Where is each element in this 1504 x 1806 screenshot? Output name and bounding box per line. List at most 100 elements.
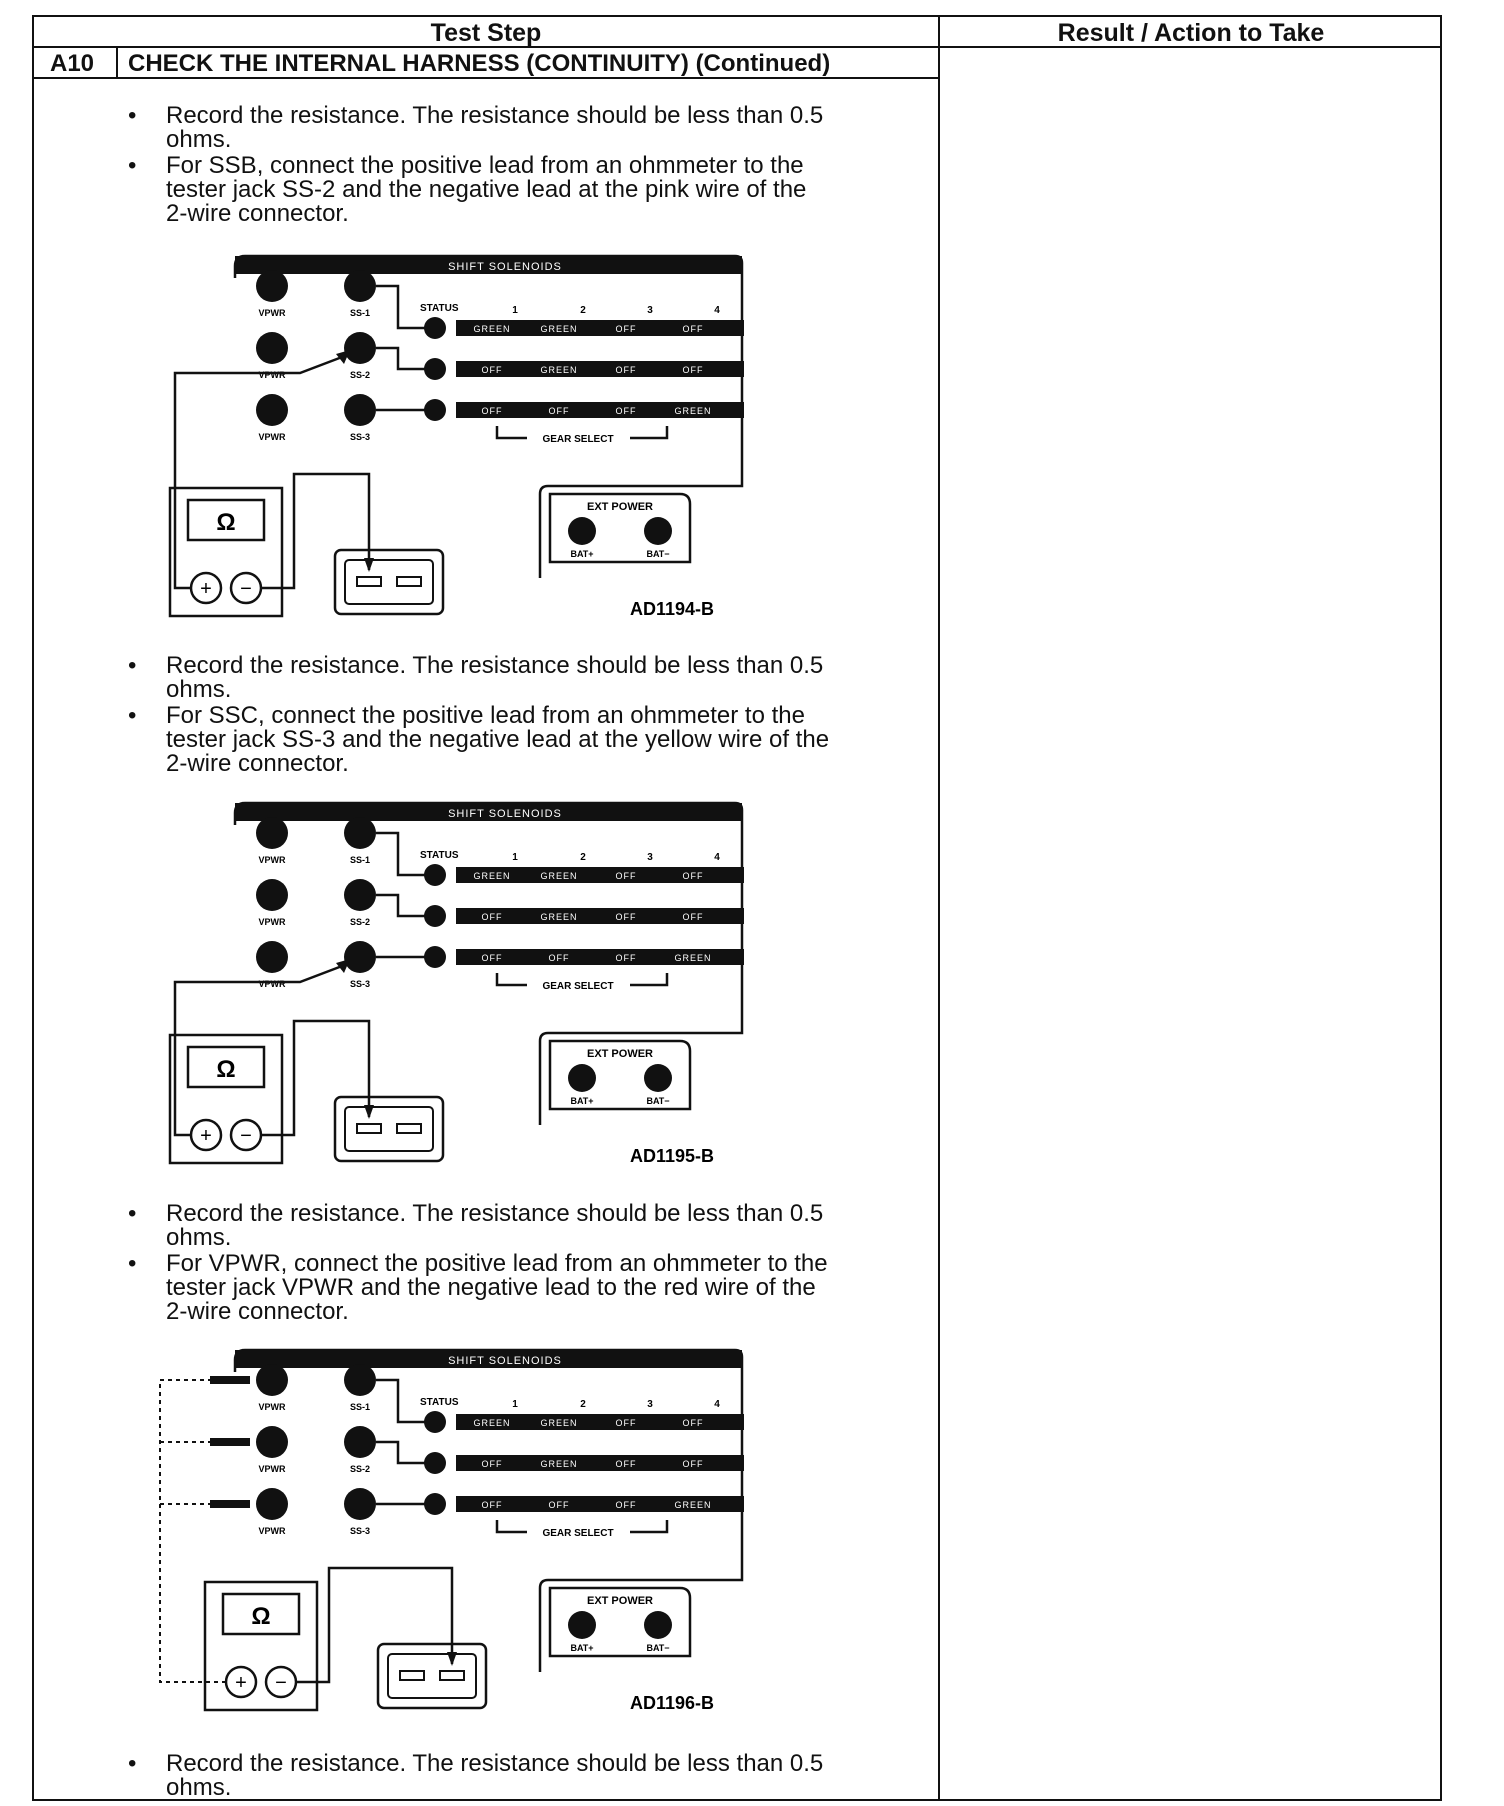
- panel-title: SHIFT SOLENOIDS: [448, 808, 562, 820]
- status-row: [456, 949, 744, 965]
- negative-probe: [364, 1105, 374, 1119]
- status-cell: OFF: [616, 953, 637, 963]
- jack-label: SS-2: [350, 1464, 370, 1474]
- wire: [376, 284, 425, 330]
- bullet-marker: •: [128, 702, 137, 729]
- connector-pin: [396, 1123, 422, 1134]
- plus-sign: +: [200, 578, 212, 600]
- status-cell: OFF: [616, 365, 637, 375]
- panel-title-bar: [235, 1350, 742, 1368]
- column-number: 2: [580, 1399, 586, 1410]
- jack-label: VPWR: [259, 1464, 287, 1474]
- connector-pin: [439, 1670, 465, 1681]
- status-cell: OFF: [549, 406, 570, 416]
- status-row: [456, 361, 744, 377]
- vpwr-jack: [256, 1426, 288, 1458]
- jack-label: VPWR: [259, 370, 287, 380]
- vpwr-jack: [256, 941, 288, 973]
- ss-jack: [344, 394, 376, 426]
- vpwr-jack: [256, 879, 288, 911]
- ss-jack: [344, 879, 376, 911]
- status-cell: OFF: [482, 1500, 503, 1510]
- jack-label: SS-3: [350, 1526, 370, 1536]
- ext-power-lead: [538, 958, 744, 1125]
- column-number: 3: [647, 852, 653, 863]
- status-cell: OFF: [616, 871, 637, 881]
- column-number: 2: [580, 852, 586, 863]
- wire: [376, 831, 425, 877]
- status-cell: GREEN: [674, 1500, 711, 1510]
- step-id: A10: [50, 50, 95, 77]
- ss-jack: [344, 1488, 376, 1520]
- wire: [376, 1378, 425, 1424]
- figure-id: AD1196-B: [630, 1693, 714, 1713]
- status-label: STATUS: [420, 850, 459, 861]
- status-cell: OFF: [482, 1459, 503, 1469]
- ext-power-box: [548, 1586, 692, 1658]
- status-label: STATUS: [420, 1397, 459, 1408]
- minus-sign: −: [240, 1125, 252, 1147]
- status-cell: OFF: [683, 365, 704, 375]
- vpwr-jack: [256, 394, 288, 426]
- column-number: 4: [714, 305, 720, 316]
- bat-plus-jack: [568, 1611, 596, 1639]
- ohmmeter-display: [186, 1045, 266, 1089]
- vpwr-jack: [256, 270, 288, 302]
- status-cell: GREEN: [540, 871, 577, 881]
- ext-power-lead: [538, 411, 744, 578]
- ss-jack: [344, 941, 376, 973]
- step-title-rule: [34, 77, 938, 79]
- ss-jack: [344, 1426, 376, 1458]
- column-number: 1: [512, 852, 518, 863]
- status-led: [424, 1452, 446, 1474]
- negative-probe: [447, 1652, 457, 1666]
- vpwr-jack: [256, 1364, 288, 1396]
- bat-plus-label: BAT+: [570, 1643, 593, 1653]
- ohm-symbol: Ω: [216, 1056, 235, 1083]
- status-cell: GREEN: [540, 1418, 577, 1428]
- wire: [376, 1440, 425, 1465]
- ext-power-label: EXT POWER: [587, 1048, 653, 1060]
- jack-label: SS-1: [350, 1402, 370, 1412]
- two-wire-connector: [333, 548, 445, 616]
- bullet-marker: •: [128, 1200, 137, 1227]
- status-cell: OFF: [683, 324, 704, 334]
- status-cell: OFF: [616, 1418, 637, 1428]
- jack-label: VPWR: [259, 917, 287, 927]
- status-row: [456, 867, 744, 883]
- status-cell: GREEN: [540, 365, 577, 375]
- step-title: CHECK THE INTERNAL HARNESS (CONTINUITY) …: [128, 50, 831, 77]
- positive-probe: [336, 350, 350, 364]
- vpwr-probe: [210, 1376, 250, 1384]
- column-number: 4: [714, 852, 720, 863]
- status-cell: GREEN: [540, 1459, 577, 1469]
- step-id-divider: [116, 47, 118, 77]
- status-cell: OFF: [683, 1418, 704, 1428]
- column-number: 1: [512, 1399, 518, 1410]
- ss-jack: [344, 332, 376, 364]
- bat-plus-label: BAT+: [570, 549, 593, 559]
- ohmmeter-display: [221, 1592, 301, 1636]
- connector-shell: [387, 1653, 477, 1699]
- two-wire-connector: [376, 1642, 488, 1710]
- minus-sign: −: [240, 578, 252, 600]
- jack-label: SS-1: [350, 308, 370, 318]
- figure-id: AD1195-B: [630, 1146, 714, 1166]
- status-cell: OFF: [616, 912, 637, 922]
- column-number: 3: [647, 1399, 653, 1410]
- positive-lead: [173, 352, 351, 590]
- wire: [376, 346, 425, 371]
- vpwr-jack: [256, 332, 288, 364]
- jack-label: VPWR: [259, 855, 287, 865]
- connector-shell: [344, 559, 434, 605]
- status-led: [424, 358, 446, 380]
- ss-jack: [344, 1364, 376, 1396]
- status-cell: GREEN: [473, 871, 510, 881]
- column-number: 4: [714, 1399, 720, 1410]
- column-number: 1: [512, 305, 518, 316]
